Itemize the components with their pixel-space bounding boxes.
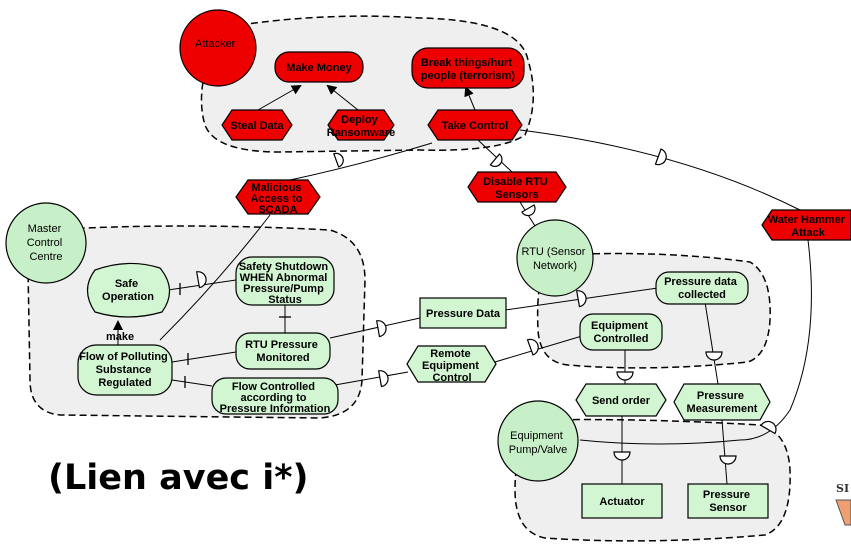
task-take-control	[427, 109, 523, 141]
goal-equipment-controlled-label: Equipment Controlled	[591, 320, 651, 345]
goal-break-things	[411, 47, 525, 89]
task-disable-rtu	[467, 171, 567, 203]
goal-rtu-pressure-label: RTU Pressure Monitored	[245, 339, 321, 364]
task-remote-control	[406, 345, 497, 383]
goal-flow-polluting-label: Flow of Polluting Substance Regulated	[79, 351, 171, 389]
tick-marks	[179, 283, 291, 388]
mcc-actor-circle	[5, 202, 87, 284]
resource-actuator-label: Actuator	[599, 496, 645, 508]
goal-make-money-label: Make Money	[286, 62, 352, 74]
goal-safety-shutdown	[235, 256, 335, 306]
task-remote-control-label: Remote Equipment Control	[422, 348, 482, 384]
goal-flow-controlled-label: Flow Controlled according to Pressure In…	[220, 381, 331, 415]
softgoal-safe-operation	[86, 262, 171, 318]
task-water-hammer	[761, 209, 851, 241]
resource-pressure-data	[419, 297, 507, 329]
corner-logo-fragment: SI	[835, 482, 851, 526]
make-link-label: make	[106, 331, 134, 343]
task-water-hammer-label: Water Hammer Attack	[768, 214, 848, 239]
equipment-actor-circle	[497, 400, 579, 482]
resource-pressure-sensor-label: Pressure Sensor	[703, 489, 753, 514]
task-deploy-ransomware	[327, 109, 395, 141]
rtu-actor-circle	[516, 219, 594, 297]
softgoal-safe-operation-label: Safe Operation	[102, 278, 154, 303]
goal-safety-shutdown-label: Safety Shutdown WHEN Abnormal Pressure/P…	[239, 261, 331, 306]
attacker-actor-label: Attacker	[195, 38, 236, 50]
resource-pressure-data-label: Pressure Data	[426, 308, 501, 320]
goal-flow-controlled	[211, 377, 339, 415]
mcc-actor-label: Master Control Centre	[27, 223, 66, 263]
task-pressure-measurement-label: Pressure Measurement	[687, 390, 758, 415]
equipment-actor-label: Equipment Pump/Valve	[509, 430, 568, 456]
dependency-markers	[195, 148, 777, 465]
task-send-order	[575, 383, 667, 417]
task-send-order-label: Send order	[592, 395, 651, 407]
svg-text:SI: SI	[836, 482, 849, 495]
caption-text: (Lien avec i*)	[48, 458, 309, 498]
task-steal-data-label: Steal Data	[230, 120, 284, 132]
attacker-actor-circle	[179, 9, 257, 87]
task-pressure-measurement	[673, 383, 771, 421]
goal-equipment-controlled	[579, 313, 663, 351]
task-deploy-ransomware-label: Deploy Ransomware	[327, 114, 395, 139]
resource-pressure-sensor	[687, 483, 769, 519]
goal-rtu-pressure	[235, 332, 331, 370]
goal-make-money	[274, 51, 364, 83]
task-steal-data	[221, 109, 293, 141]
goal-flow-polluting	[77, 344, 173, 396]
task-malicious-access-label: Malicious Access to SCADA	[250, 182, 305, 216]
goal-break-things-label: Break things/hurt people (terrorism)	[421, 57, 515, 82]
goal-pressure-collected	[655, 271, 749, 305]
task-malicious-access	[235, 179, 321, 215]
resource-actuator	[581, 483, 663, 519]
task-disable-rtu-label: Disable RTU Sensors	[483, 176, 551, 201]
rtu-actor-label: RTU (Sensor Network)	[521, 246, 588, 272]
goal-pressure-collected-label: Pressure data collected	[664, 276, 740, 301]
task-take-control-label: Take Control	[442, 120, 508, 132]
